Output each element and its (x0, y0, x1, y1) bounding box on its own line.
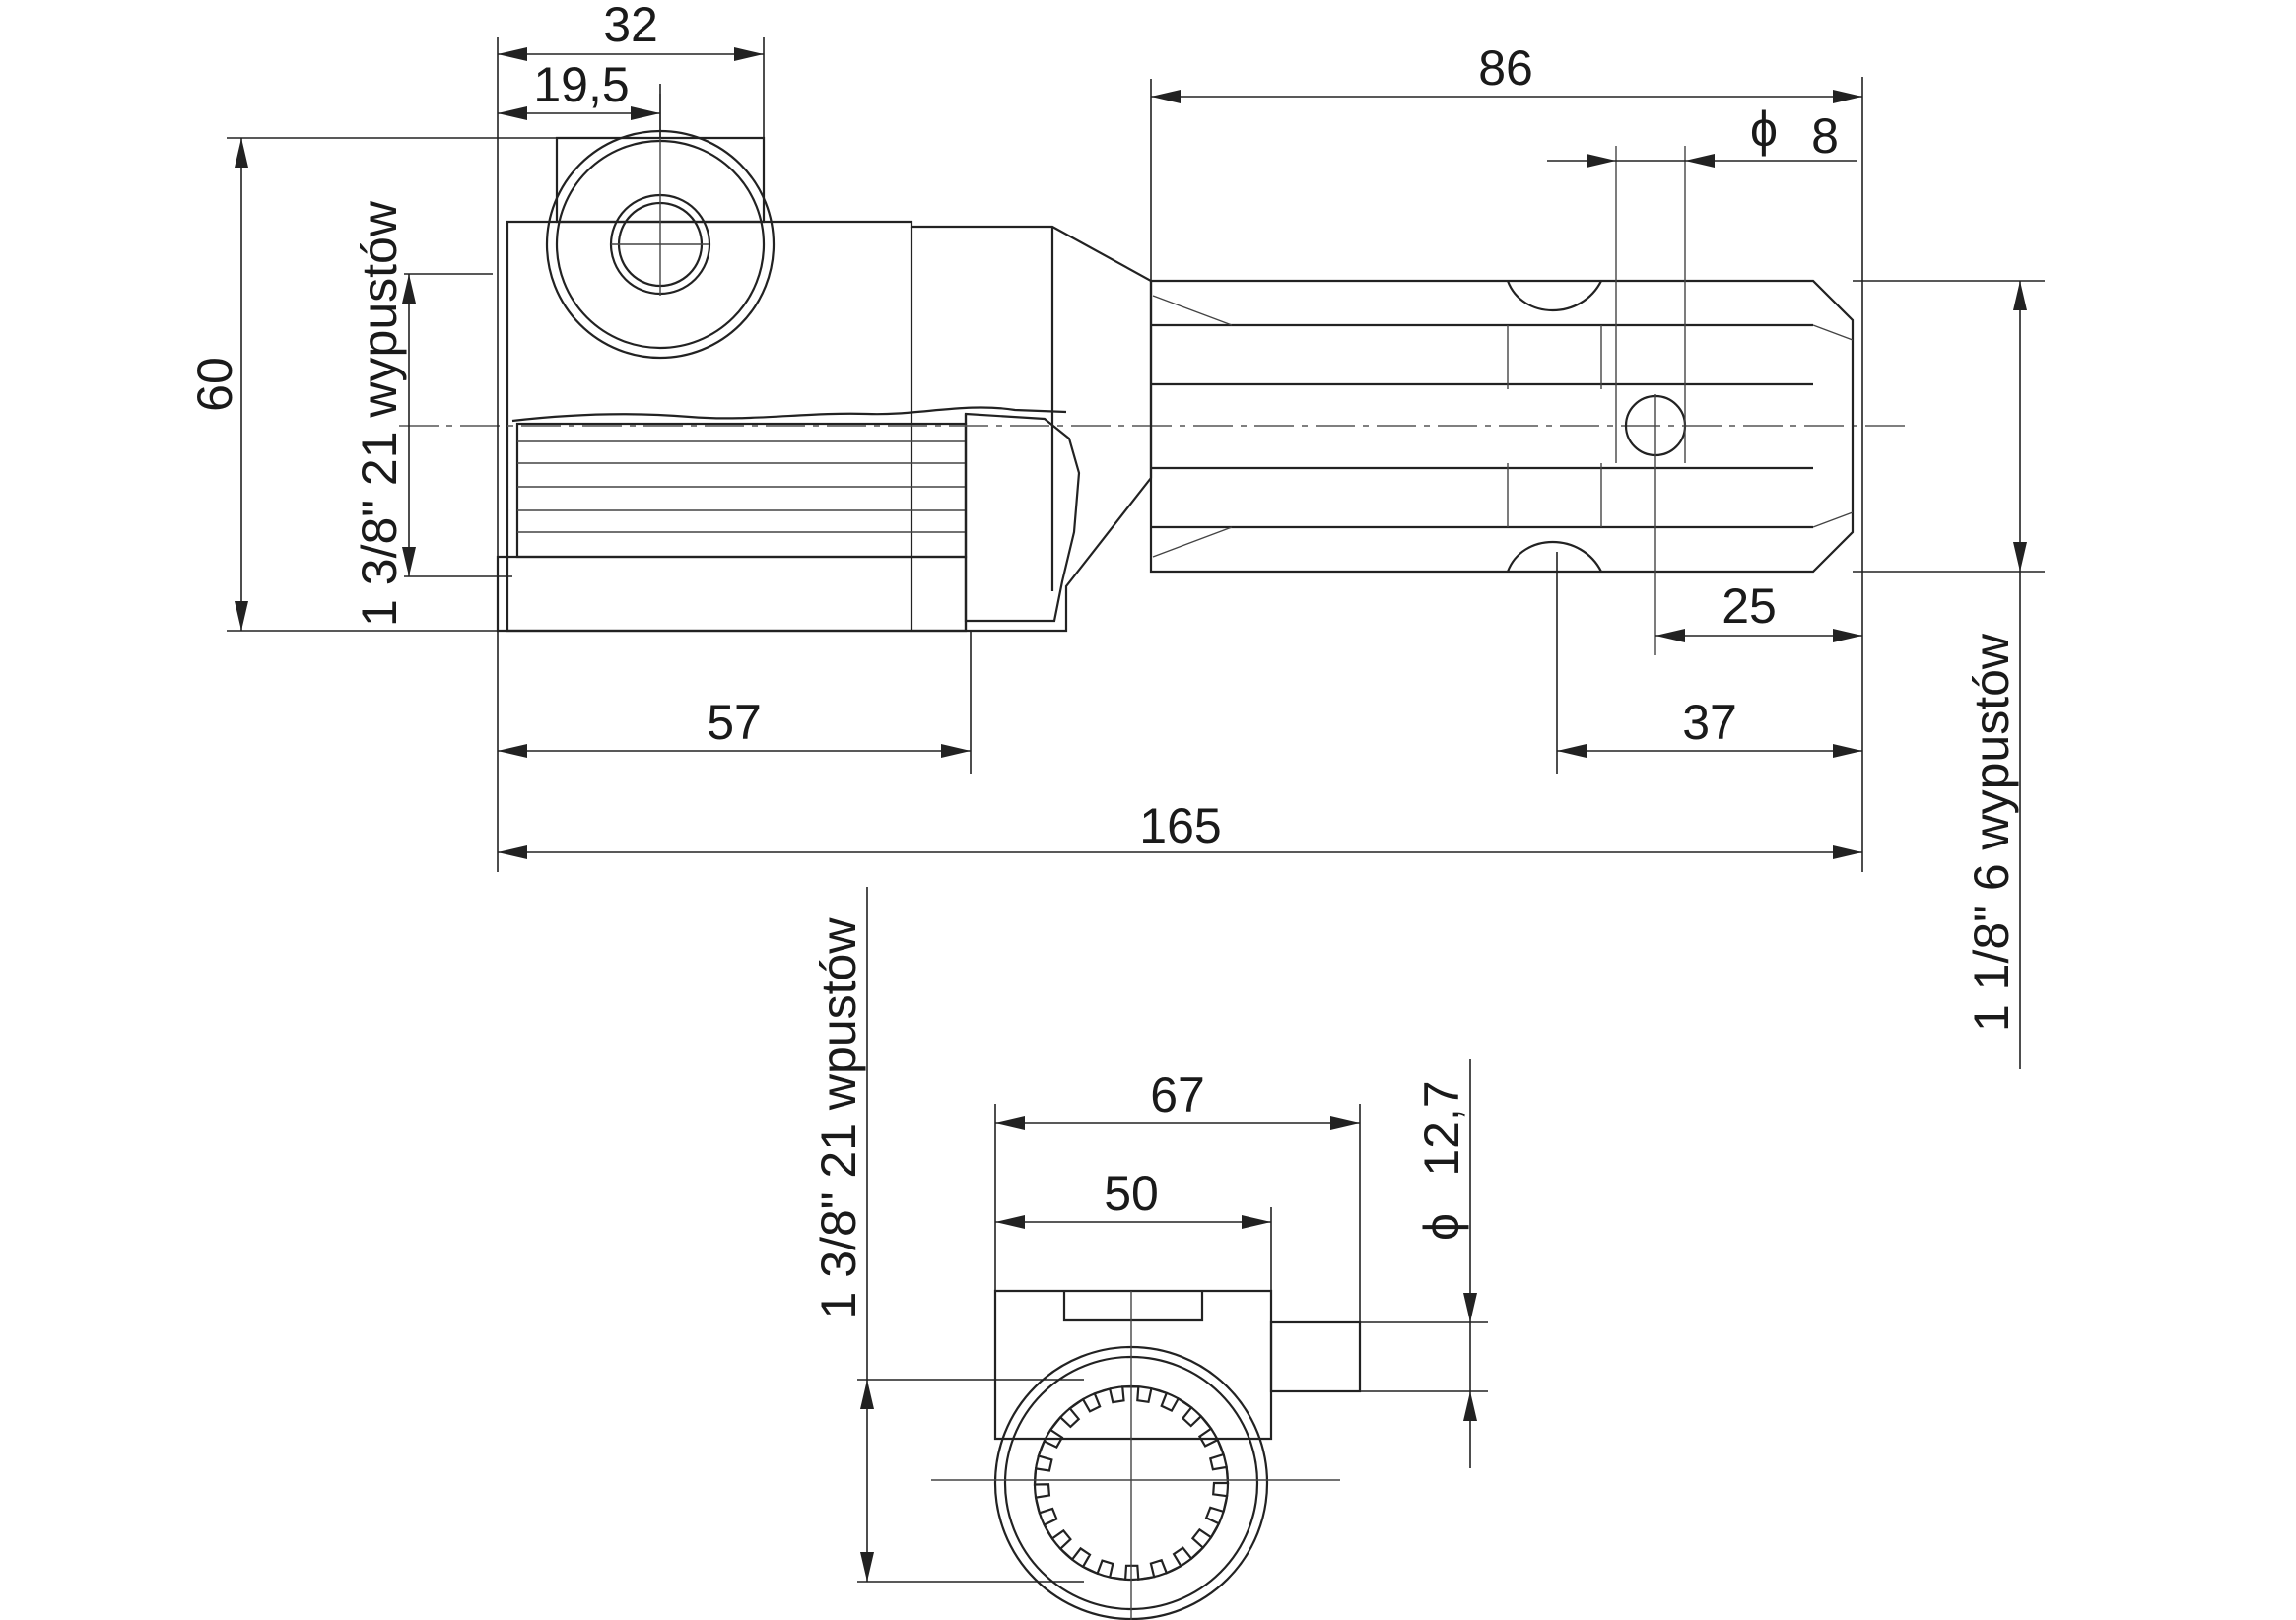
break-line (511, 406, 1067, 423)
dim-67-label: 67 (1150, 1067, 1205, 1122)
arrow (734, 47, 764, 61)
dim-50-label: 50 (1104, 1166, 1159, 1221)
arrow (1242, 1215, 1271, 1229)
arrow (235, 601, 248, 631)
dim-phi8-label: 8 (1811, 108, 1839, 164)
groove-top (1506, 280, 1602, 311)
spline-runout (1152, 526, 1233, 558)
spline-21-top-label: 1 3/8" 21 wypustów (352, 200, 407, 627)
spline-21-bottom-label: 1 3/8" 21 wpustów (811, 917, 866, 1319)
dimensions-top: 32 19,5 86 ϕ 8 60 1 3/8" 21 wypustów 25 (187, 0, 2045, 1069)
adapter-side-view (399, 94, 1912, 633)
dim-57-label: 57 (707, 695, 762, 750)
dim-60-label: 60 (187, 357, 242, 412)
dim-19-5-label: 19,5 (533, 57, 629, 112)
groove-bottom (1506, 541, 1602, 573)
arrow (1151, 90, 1181, 103)
adapter-end-view (931, 1289, 1362, 1620)
arrow (1833, 90, 1862, 103)
arrow (1557, 744, 1587, 758)
arrow (995, 1116, 1025, 1130)
arrow (1833, 744, 1862, 758)
spline-runout (1152, 295, 1233, 326)
arrow (995, 1215, 1025, 1229)
arrow (2013, 542, 2027, 572)
boss-outline (555, 136, 766, 224)
spline-chamfer (1812, 324, 1854, 341)
arrow (1833, 845, 1862, 859)
arrow (498, 845, 527, 859)
end-boss-outline (1062, 1291, 1204, 1322)
arrow (1463, 1391, 1477, 1421)
section-hatch-bottom (496, 555, 968, 633)
arrow (1655, 629, 1685, 642)
dimensions-bottom: 67 50 ϕ 12,7 1 3/8" 21 wpustów (811, 887, 1488, 1583)
arrow (2013, 281, 2027, 310)
arrow (402, 274, 416, 304)
arrow (1330, 1116, 1360, 1130)
dim-165-label: 165 (1139, 798, 1221, 853)
arrow (1463, 1293, 1477, 1322)
phi-symbol: ϕ (1750, 101, 1778, 157)
dim-86-label: 86 (1478, 40, 1533, 96)
internal-spline-bore (515, 422, 968, 559)
pin-stub (1269, 1320, 1362, 1393)
spline-tooth-profile (1033, 1385, 1230, 1582)
phi-symbol-bottom: ϕ (1414, 1213, 1469, 1241)
dim-32-label: 32 (603, 0, 658, 52)
dim-phi12-7-label: 12,7 (1414, 1080, 1469, 1176)
spline-6-label: 1 1/8" 6 wypustów (1964, 633, 2019, 1032)
dim-37-label: 37 (1682, 695, 1737, 750)
arrow (498, 47, 527, 61)
splined-shaft-view (1149, 146, 1855, 655)
arrow (235, 138, 248, 168)
arrow (1587, 154, 1616, 168)
arrow (498, 106, 527, 120)
internal-spline-teeth (1033, 1385, 1230, 1582)
arrow (1685, 154, 1715, 168)
arrow (860, 1380, 874, 1409)
arrow (860, 1552, 874, 1582)
arrow (631, 106, 660, 120)
end-body-outline (993, 1289, 1273, 1441)
arrow (498, 744, 527, 758)
dim-25-label: 25 (1722, 578, 1777, 634)
section-hatch-core (964, 412, 1081, 623)
spline-chamfer (1812, 511, 1854, 528)
arrow (402, 547, 416, 576)
shaft-outline (1149, 279, 1855, 574)
arrow (941, 744, 971, 758)
arrow (1833, 629, 1862, 642)
